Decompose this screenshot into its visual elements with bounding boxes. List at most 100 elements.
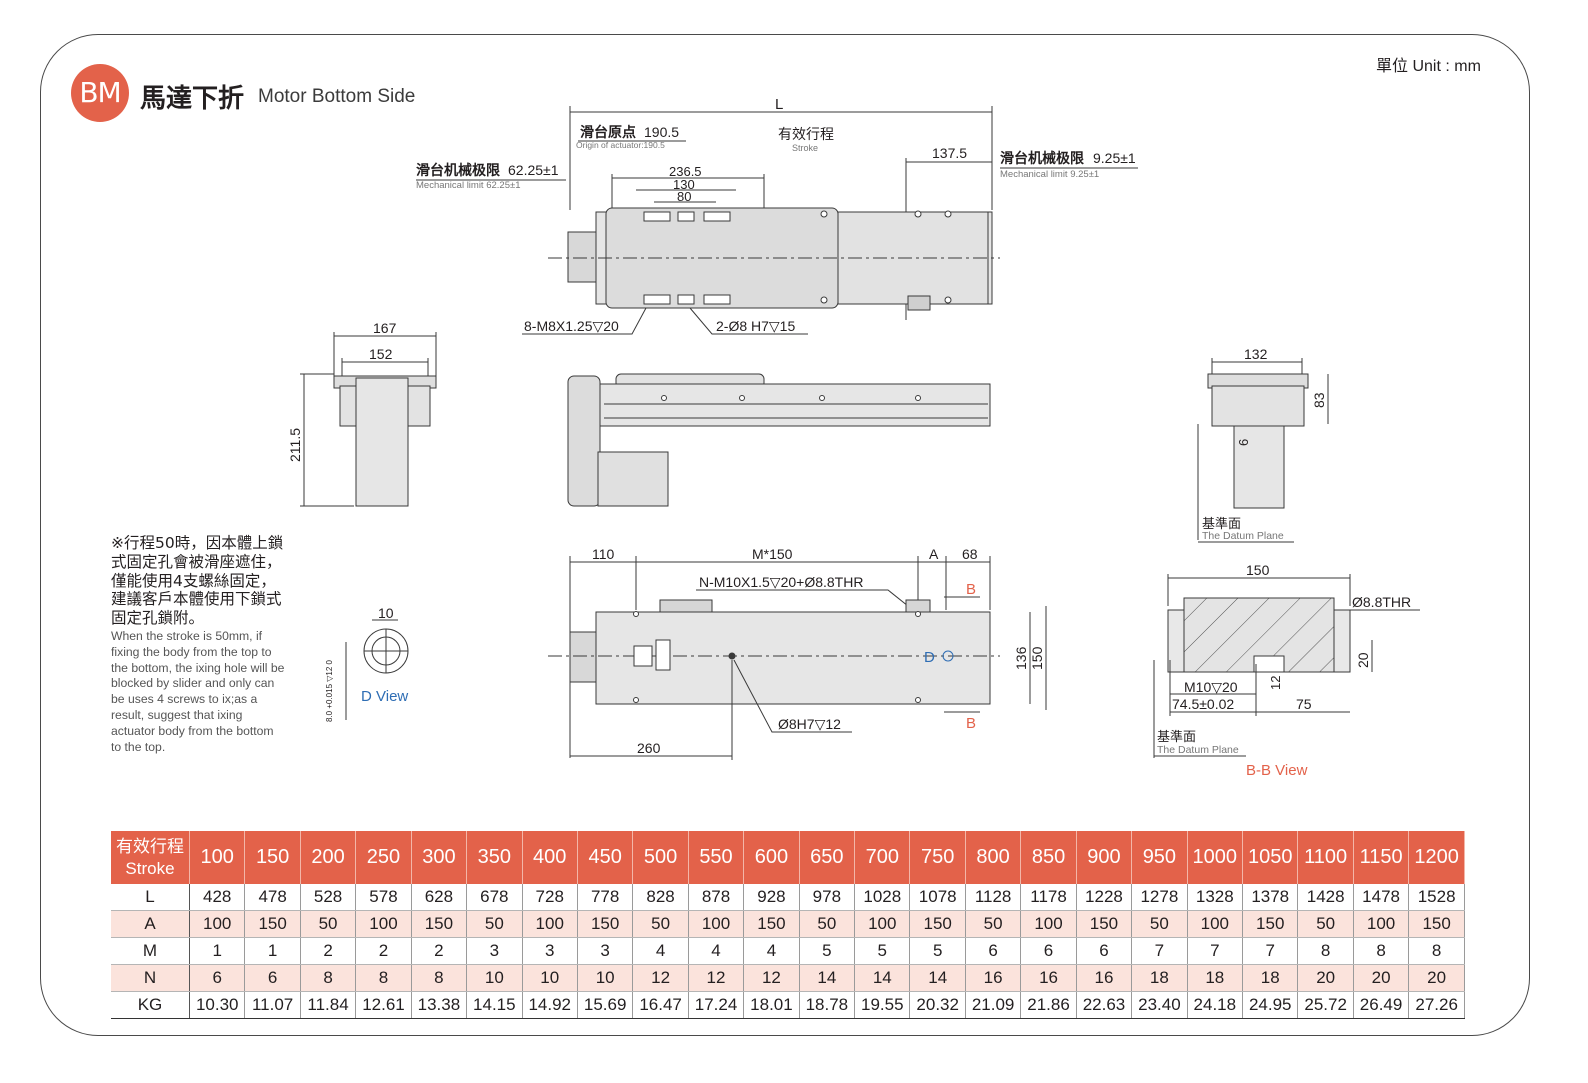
table-cell: 12	[743, 964, 800, 992]
mech-limit-right-zh: 滑台机械极限	[1000, 150, 1084, 166]
dim-152: 152	[369, 346, 393, 362]
row-label: N	[111, 964, 190, 992]
stroke-col-header: 700	[854, 831, 911, 884]
table-cell: 3	[522, 937, 578, 965]
top-view: L 滑台原点 190.5 Origin of actuator:190.5 有效…	[416, 96, 1138, 335]
hole-callout-pin: 2-Ø8 H7▽15	[716, 318, 795, 334]
table-cell: 8	[1353, 937, 1410, 965]
table-cell: 100	[1020, 910, 1077, 938]
dim-236-5: 236.5	[669, 164, 702, 179]
table-cell: 16.47	[632, 991, 689, 1019]
section-title-en: Motor Bottom Side	[258, 86, 416, 107]
right-end-view: 132 83 6 基準面 The Datum Plane	[1197, 346, 1329, 543]
table-cell: 10	[466, 964, 523, 992]
table-cell: 10	[577, 964, 634, 992]
table-cell: 8	[355, 964, 412, 992]
stroke-label-zh: 有效行程	[778, 126, 834, 142]
table-cell: 528	[300, 884, 357, 911]
table-cell: 24.95	[1242, 991, 1299, 1019]
table-cell: 18.78	[799, 991, 856, 1019]
stroke-note-zh: ※行程50時，因本體上鎖式固定孔會被滑座遮住，僅能使用4支螺絲固定，建議客戶本體…	[111, 534, 284, 628]
origin-value: 190.5	[644, 124, 679, 140]
table-cell: 150	[1242, 910, 1299, 938]
table-cell: 428	[189, 884, 246, 911]
table-cell: 1528	[1408, 884, 1465, 911]
table-cell: 878	[688, 884, 745, 911]
table-cell: 7	[1187, 937, 1244, 965]
bb-dim-12: 12	[1268, 676, 1283, 690]
stroke-col-header: 1100	[1297, 831, 1354, 884]
stroke-col-header: 750	[909, 831, 966, 884]
stroke-label-en: Stroke	[792, 143, 818, 153]
table-cell: 26.49	[1353, 991, 1410, 1019]
table-cell: 1228	[1076, 884, 1133, 911]
table-cell: 928	[743, 884, 800, 911]
table-cell: 20	[1353, 964, 1410, 992]
table-cell: 6	[965, 937, 1022, 965]
table-cell: 14	[799, 964, 856, 992]
stroke-col-header: 350	[466, 831, 523, 884]
table-cell: 19.55	[854, 991, 911, 1019]
table-cell: 8	[1297, 937, 1354, 965]
table-cell: 14.92	[522, 991, 578, 1019]
table-cell: 628	[411, 884, 468, 911]
row-label: A	[111, 910, 190, 938]
table-cell: 1378	[1242, 884, 1299, 911]
table-cell: 150	[577, 910, 634, 938]
unit-label: 單位 Unit : mm	[1376, 58, 1481, 75]
side-view	[567, 373, 991, 507]
table-cell: 16	[1076, 964, 1133, 992]
left-end-view: 167 152 211.5	[287, 320, 437, 507]
table-cell: 578	[355, 884, 412, 911]
stroke-header: 有效行程 Stroke	[111, 831, 190, 884]
stroke-col-header: 950	[1131, 831, 1188, 884]
dim-211-5: 211.5	[287, 428, 303, 462]
table-cell: 150	[1408, 910, 1465, 938]
section-marker-b-bottom: B	[966, 715, 976, 732]
bb-dim-74-5: 74.5±0.02	[1172, 696, 1234, 712]
dim-68: 68	[962, 546, 978, 562]
table-cell: 100	[854, 910, 911, 938]
bb-view: 150 Ø8.8THR 20 12 M10▽20 74.5±0.02 75 基準…	[1153, 562, 1420, 779]
dim-130: 130	[673, 177, 695, 192]
stroke-col-header: 100	[189, 831, 246, 884]
mech-limit-right-en: Mechanical limit 9.25±1	[1000, 169, 1099, 180]
table-cell: 1178	[1020, 884, 1077, 911]
table-cell: 21.86	[1020, 991, 1077, 1019]
table-cell: 10	[522, 964, 578, 992]
table-cell: 5	[799, 937, 856, 965]
table-cell: 23.40	[1131, 991, 1188, 1019]
table-cell: 18	[1242, 964, 1299, 992]
table-cell: 1	[189, 937, 246, 965]
stroke-col-header: 600	[743, 831, 800, 884]
table-cell: 8	[300, 964, 357, 992]
stroke-col-header: 500	[632, 831, 689, 884]
mech-limit-left-zh: 滑台机械极限	[416, 162, 500, 178]
stroke-col-header: 1000	[1187, 831, 1244, 884]
origin-label-en: Origin of actuator:190.5	[576, 140, 665, 150]
table-cell: 3	[577, 937, 634, 965]
table-cell: 1428	[1297, 884, 1354, 911]
dim-137-5: 137.5	[932, 145, 967, 161]
row-label: M	[111, 937, 190, 965]
table-cell: 1278	[1131, 884, 1188, 911]
table-cell: 13.38	[411, 991, 468, 1019]
dim-260: 260	[637, 740, 661, 756]
table-cell: 50	[1297, 910, 1354, 938]
table-cell: 17.24	[688, 991, 745, 1019]
d-view-label: D View	[361, 688, 408, 705]
section-badge: BM	[71, 64, 129, 122]
table-cell: 24.18	[1187, 991, 1244, 1019]
technical-drawing: L 滑台原点 190.5 Origin of actuator:190.5 有效…	[287, 96, 1420, 779]
table-cell: 100	[355, 910, 412, 938]
table-cell: 7	[1131, 937, 1188, 965]
table-cell: 14	[854, 964, 911, 992]
dim-167: 167	[373, 320, 397, 336]
table-cell: 27.26	[1408, 991, 1465, 1019]
table-cell: 5	[854, 937, 911, 965]
table-cell: 16	[1020, 964, 1077, 992]
stroke-col-header: 800	[965, 831, 1022, 884]
d-view: 10 8.0 +0.015 ▽12 0 D View	[325, 605, 409, 722]
